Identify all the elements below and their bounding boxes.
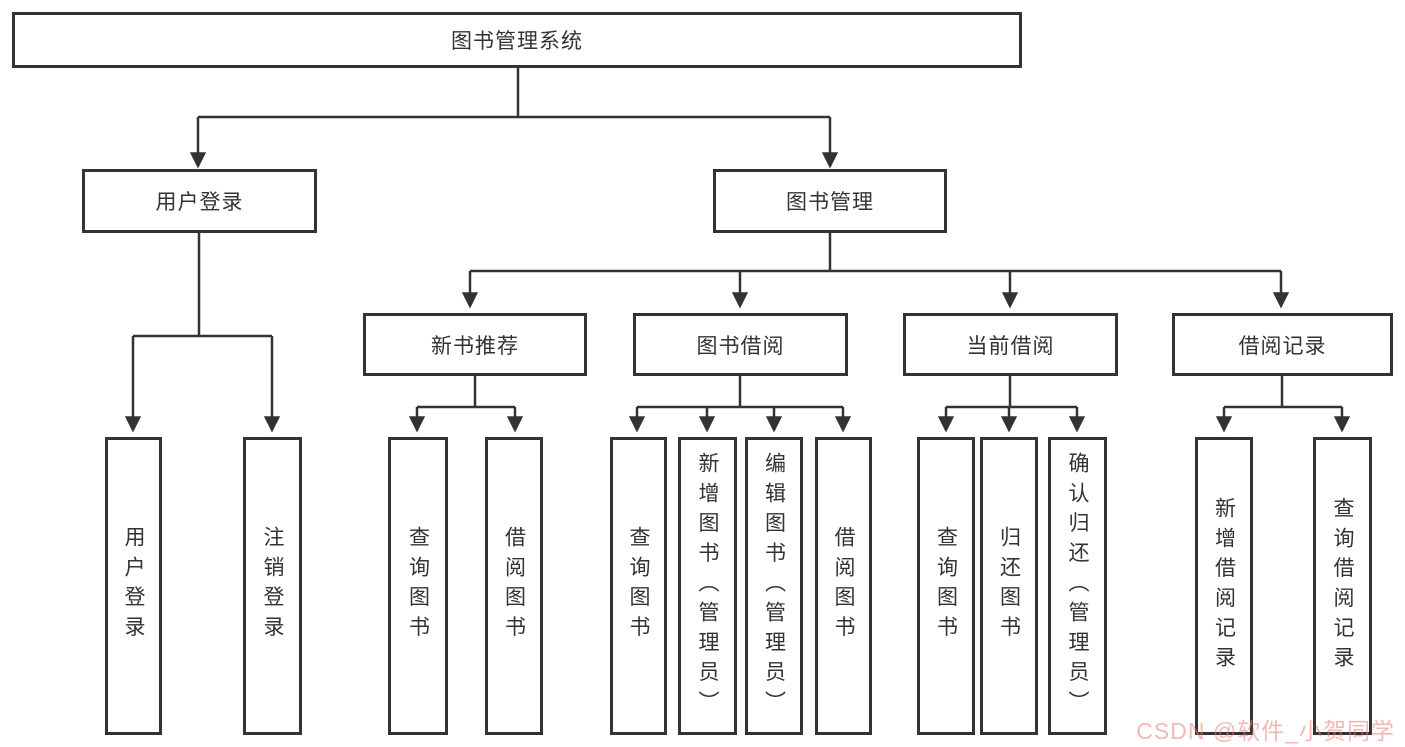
node-label: 图书借阅 [696,334,785,358]
leaf-add-books-admin: 新增图书（管理员） [678,437,737,735]
node-user-login: 用户登录 [82,169,317,233]
node-label: 当前借阅 [966,334,1055,358]
leaf-query-books-borrowing: 查询图书 [610,437,667,735]
watermark: CSDN @软件_小贺同学 [1136,718,1395,744]
leaf-borrow-books-recommend: 借阅图书 [485,437,543,735]
node-book-management: 图书管理 [713,169,947,233]
node-label: 新书推荐 [431,334,519,358]
leaf-label: 查询图书 [627,526,651,646]
leaf-label: 借阅图书 [502,526,526,646]
leaf-logout: 注销登录 [243,437,302,735]
leaf-label: 查询图书 [406,526,430,646]
node-current-borrowing: 当前借阅 [903,313,1118,376]
leaf-confirm-return-admin: 确认归还（管理员） [1048,437,1107,735]
leaf-label: 用户登录 [122,526,146,646]
leaf-label: 借阅图书 [832,526,856,646]
leaf-add-borrow-record: 新增借阅记录 [1195,437,1253,735]
leaf-label: 注销登录 [261,526,285,646]
leaf-label: 编辑图书（管理员） [762,451,786,721]
node-label: 图书管理 [786,191,874,214]
leaf-borrow-books-borrowing: 借阅图书 [815,437,872,735]
leaf-label: 新增图书（管理员） [696,451,720,721]
node-book-management-system: 图书管理系统 [12,12,1022,68]
node-label: 用户登录 [155,191,244,214]
leaf-label: 新增借阅记录 [1212,496,1236,676]
node-new-book-recommendation: 新书推荐 [363,313,587,376]
node-borrowing-records: 借阅记录 [1172,313,1393,376]
leaf-query-books-recommend: 查询图书 [388,437,448,735]
leaf-label: 查询借阅记录 [1331,496,1355,676]
node-book-borrowing: 图书借阅 [633,313,848,376]
leaf-label: 查询图书 [934,526,958,646]
leaf-query-borrow-record: 查询借阅记录 [1313,437,1372,735]
node-label: 借阅记录 [1238,334,1327,358]
node-label: 图书管理系统 [451,30,583,53]
leaf-return-books: 归还图书 [980,437,1038,735]
leaf-query-books-current: 查询图书 [917,437,975,735]
leaf-label: 归还图书 [997,526,1021,646]
leaf-label: 确认归还（管理员） [1066,451,1090,721]
leaf-user-login: 用户登录 [105,437,162,735]
leaf-edit-books-admin: 编辑图书（管理员） [745,437,803,735]
